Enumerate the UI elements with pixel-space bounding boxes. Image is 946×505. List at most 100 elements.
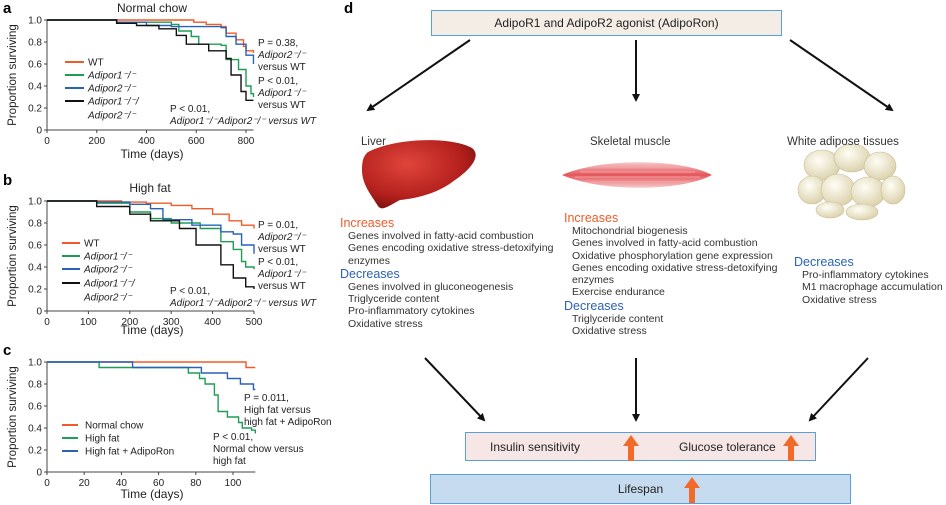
x-tick-label: 0 bbox=[44, 317, 50, 328]
chart-title: High fat bbox=[129, 181, 171, 195]
p-value-annotation: versus WT bbox=[258, 244, 306, 255]
x-tick-label: 200 bbox=[88, 136, 105, 147]
muscle-increase-item: Genes encoding oxidative stress-detoxify… bbox=[572, 261, 778, 274]
series-line-2 bbox=[47, 19, 255, 64]
x-tick-label: 800 bbox=[238, 136, 255, 147]
y-tick-label: 0 bbox=[36, 126, 42, 137]
x-axis-label: Time (days) bbox=[121, 147, 184, 161]
x-tick-label: 0 bbox=[44, 136, 50, 147]
legend-label: WT bbox=[84, 239, 100, 250]
adipose-effects: Decreases Pro-inflammatory cytokines M1 … bbox=[794, 255, 943, 306]
x-axis-label: Time (days) bbox=[121, 323, 184, 337]
x-tick-label: 100 bbox=[80, 317, 97, 328]
legend-label: Adipor1⁻/⁻ bbox=[87, 71, 137, 82]
liver-increase-item: Genes encoding oxidative stress-detoxify… bbox=[348, 242, 554, 255]
liver-increase-item: enzymes bbox=[348, 254, 391, 267]
y-axis-label: Proportion surviving bbox=[7, 24, 19, 126]
x-tick-label: 500 bbox=[246, 317, 263, 328]
legend-label: High fat bbox=[85, 434, 120, 445]
series-line-2 bbox=[47, 361, 256, 391]
lifespan-label: Lifespan bbox=[617, 482, 664, 496]
liver-decrease-item: Genes involved in gluconeogenesis bbox=[348, 280, 514, 293]
lifespan-box: Lifespan bbox=[430, 474, 851, 504]
p-value-annotation: P < 0.01, bbox=[170, 104, 210, 115]
liver-decreases-heading: Decreases bbox=[340, 266, 400, 281]
p-value-annotation: Adipor2⁻/⁻ bbox=[257, 232, 307, 243]
p-value-annotation: Adipor2⁻/⁻ bbox=[257, 50, 307, 61]
series-line-2 bbox=[47, 200, 255, 254]
y-tick-label: 0.4 bbox=[28, 82, 42, 93]
p-value-annotation: versus WT bbox=[258, 62, 306, 73]
series-line-1 bbox=[47, 361, 257, 434]
panel-label: a bbox=[3, 0, 12, 17]
adipose-decrease-item: Pro-inflammatory cytokines bbox=[802, 269, 929, 281]
x-tick-label: 200 bbox=[121, 317, 138, 328]
liver-increase-item: Genes involved in fatty-acid combustion bbox=[348, 230, 534, 242]
muscle-increase-item: Oxidative phosphorylation gene expressio… bbox=[572, 249, 773, 262]
muscle-decrease-item: Triglyceride content bbox=[572, 312, 664, 325]
p-value-annotation: versus WT bbox=[258, 100, 306, 111]
p-value-annotation: high fat bbox=[213, 456, 246, 467]
y-tick-label: 0.8 bbox=[28, 38, 42, 49]
legend-label: Adipor2⁻/⁻ bbox=[87, 84, 137, 95]
y-axis-label: Proportion surviving bbox=[7, 366, 19, 468]
muscle-image bbox=[562, 162, 712, 188]
muscle-effects: Increases Mitochondrial biogenesis Genes… bbox=[564, 211, 777, 337]
legend-label: Adipor2⁻/⁻ bbox=[83, 265, 133, 276]
p-value-annotation: P = 0.011, bbox=[244, 393, 289, 404]
liver-decrease-item: Pro-inflammatory cytokines bbox=[348, 305, 475, 318]
legend-label: Adipor2⁻/⁻ bbox=[87, 111, 137, 122]
legend-label: WT bbox=[88, 58, 104, 69]
adipose-decrease-item: Oxidative stress bbox=[802, 293, 877, 306]
insulin-sensitivity-label: Insulin sensitivity bbox=[490, 440, 581, 454]
y-tick-label: 0.6 bbox=[28, 60, 42, 71]
y-tick-label: 0.2 bbox=[28, 285, 42, 296]
series-line-3 bbox=[47, 19, 254, 101]
x-axis-label: Time (days) bbox=[121, 487, 184, 501]
muscle-decreases-heading: Decreases bbox=[564, 298, 624, 313]
p-value-annotation: Adipor1⁻/⁻ bbox=[257, 269, 307, 280]
arrow-to-adipose bbox=[789, 39, 894, 112]
muscle-increase-item: Genes involved in fatty-acid combustion bbox=[572, 237, 758, 250]
x-tick-label: 600 bbox=[188, 136, 205, 147]
p-value-annotation: high fat + AdipoRon bbox=[244, 417, 332, 428]
arrows-bottom bbox=[424, 357, 869, 422]
p-value-annotation: P < 0.01, bbox=[170, 286, 210, 297]
p-value-annotation: Adipor1⁻/⁻ bbox=[257, 88, 307, 99]
y-tick-label: 0.4 bbox=[28, 424, 42, 435]
legend-label: Adipor1⁻/⁻/ bbox=[83, 279, 136, 290]
p-value-annotation: High fat versus bbox=[244, 405, 311, 416]
tissue-label-adipose: White adipose tissues bbox=[787, 136, 899, 148]
arrow-adipose-to-outcome bbox=[808, 357, 869, 422]
y-tick-label: 0 bbox=[36, 307, 42, 318]
adipose-decreases-heading: Decreases bbox=[794, 255, 854, 269]
p-value-annotation: P < 0.01, bbox=[258, 76, 298, 87]
arrows-top bbox=[366, 39, 894, 112]
legend-label: Normal chow bbox=[85, 421, 144, 432]
y-tick-label: 0.2 bbox=[28, 104, 42, 115]
y-tick-label: 1.0 bbox=[28, 16, 42, 27]
x-tick-label: 400 bbox=[204, 317, 221, 328]
p-value-annotation: Normal chow versus bbox=[213, 444, 304, 455]
legend-label: Adipor1⁻/⁻/ bbox=[87, 97, 140, 108]
y-tick-label: 0.6 bbox=[28, 241, 42, 252]
y-tick-label: 0 bbox=[36, 468, 42, 479]
legend-label: Adipor1⁻/⁻ bbox=[83, 252, 133, 263]
y-tick-label: 0.8 bbox=[28, 219, 42, 230]
muscle-increase-item: Exercise endurance bbox=[572, 286, 665, 299]
chart-title: Normal chow bbox=[117, 1, 187, 15]
liver-decrease-item: Triglyceride content bbox=[348, 293, 440, 306]
arrow-to-liver bbox=[366, 39, 471, 112]
y-tick-label: 0.4 bbox=[28, 263, 42, 274]
liver-decrease-item: Oxidative stress bbox=[348, 317, 423, 330]
panel-label-d: d bbox=[344, 0, 354, 17]
muscle-increase-item: enzymes bbox=[572, 274, 615, 287]
x-tick-label: 0 bbox=[44, 478, 50, 489]
series-line-3 bbox=[47, 200, 255, 289]
legend-label: High fat + AdipoRon bbox=[85, 447, 174, 458]
agonist-box: AdipoR1 and AdipoR2 agonist (AdipoRon) bbox=[431, 10, 782, 36]
